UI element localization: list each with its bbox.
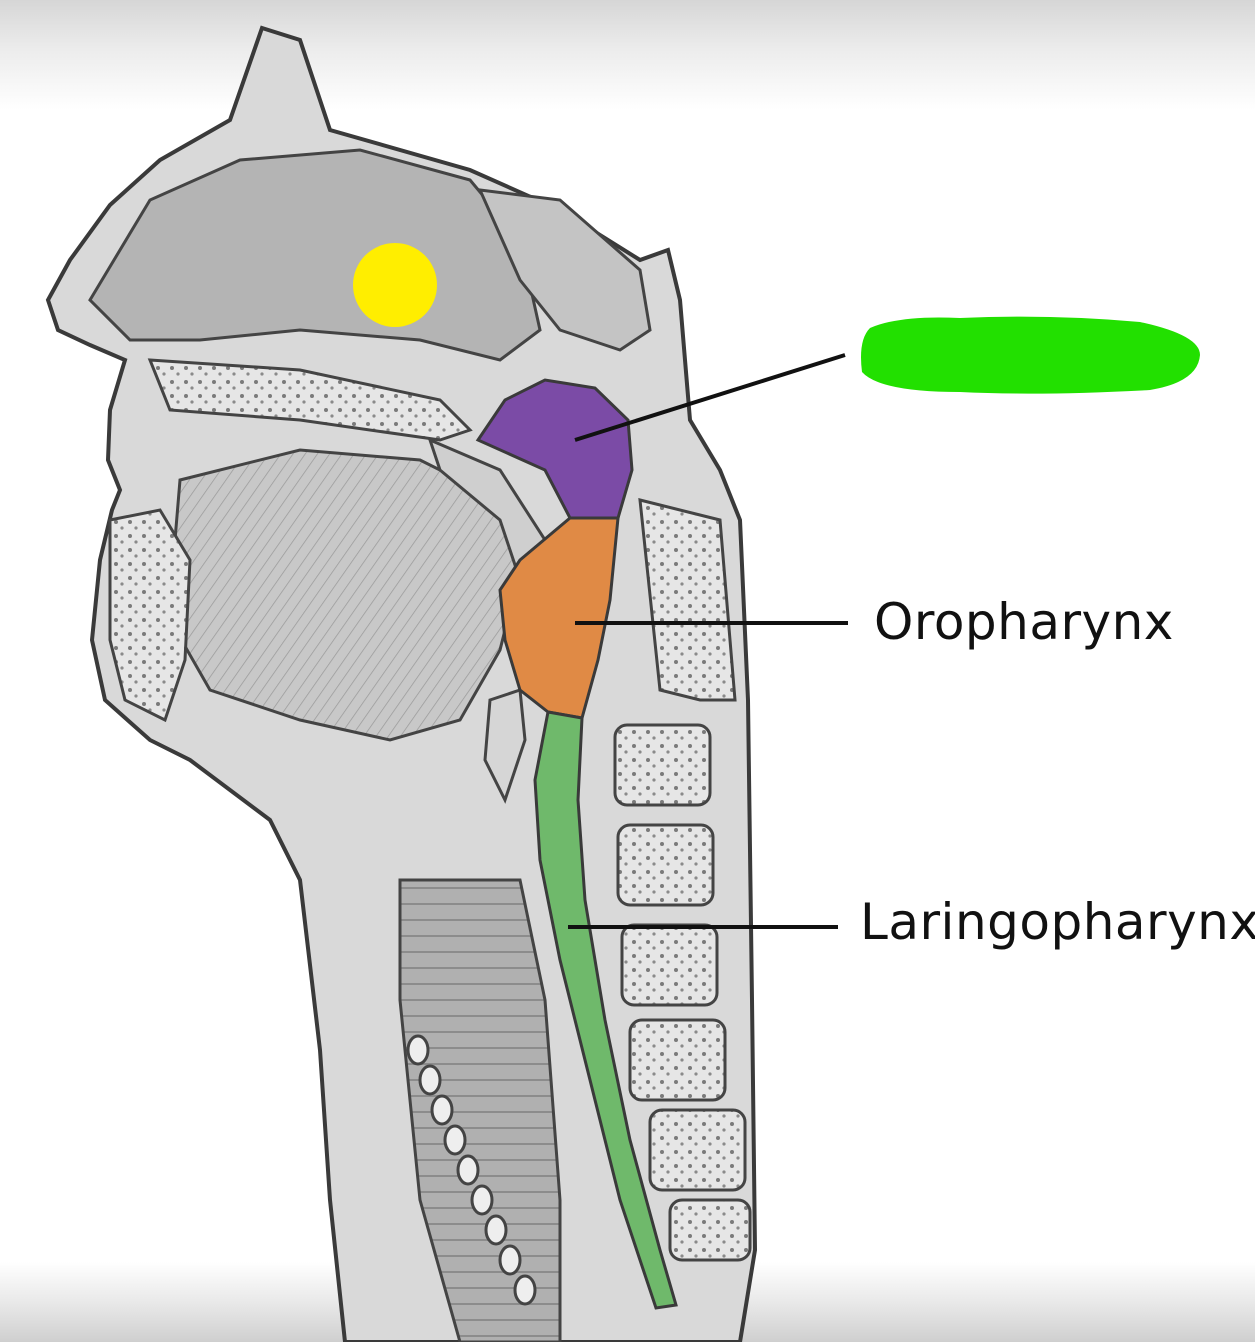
yellow-marker — [353, 243, 437, 327]
redacted-label-block — [861, 316, 1200, 394]
trachea — [398, 878, 562, 1342]
nasopharynx-region — [475, 378, 634, 520]
tracheal-cartilages — [406, 1034, 537, 1306]
mandible — [108, 508, 192, 723]
hard-palate — [147, 358, 473, 442]
top-shade — [0, 0, 1255, 110]
leader-line-nasopharynx — [574, 353, 846, 442]
vertebral-column — [613, 498, 752, 1262]
laryngopharynx-label: Laringopharynx — [860, 893, 1255, 951]
sphenoid-bone — [477, 188, 652, 352]
oropharynx-label: Oropharynx — [874, 593, 1174, 651]
laryngopharynx-region — [533, 710, 678, 1310]
epiglottis — [483, 687, 527, 804]
